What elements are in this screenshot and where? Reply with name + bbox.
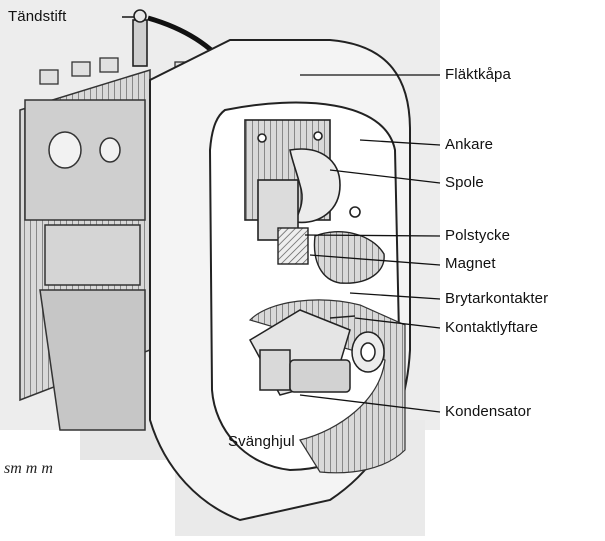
- label-breaker-points: Brytarkontakter: [445, 290, 548, 307]
- label-spark-plug: Tändstift: [8, 8, 66, 25]
- label-magnet: Magnet: [445, 255, 496, 272]
- text-fragment: sm m m: [4, 460, 53, 478]
- label-contact-lifter: Kontaktlyftare: [445, 319, 538, 336]
- pole-piece: [278, 228, 308, 264]
- cylinder-block: [20, 70, 150, 430]
- label-condenser: Kondensator: [445, 403, 531, 420]
- label-flywheel: Svänghjul: [228, 433, 295, 450]
- label-pole-piece: Polstycke: [445, 227, 510, 244]
- label-fan-cover: Fläktkåpa: [445, 66, 511, 83]
- label-coil: Spole: [445, 174, 484, 191]
- label-armature: Ankare: [445, 136, 493, 153]
